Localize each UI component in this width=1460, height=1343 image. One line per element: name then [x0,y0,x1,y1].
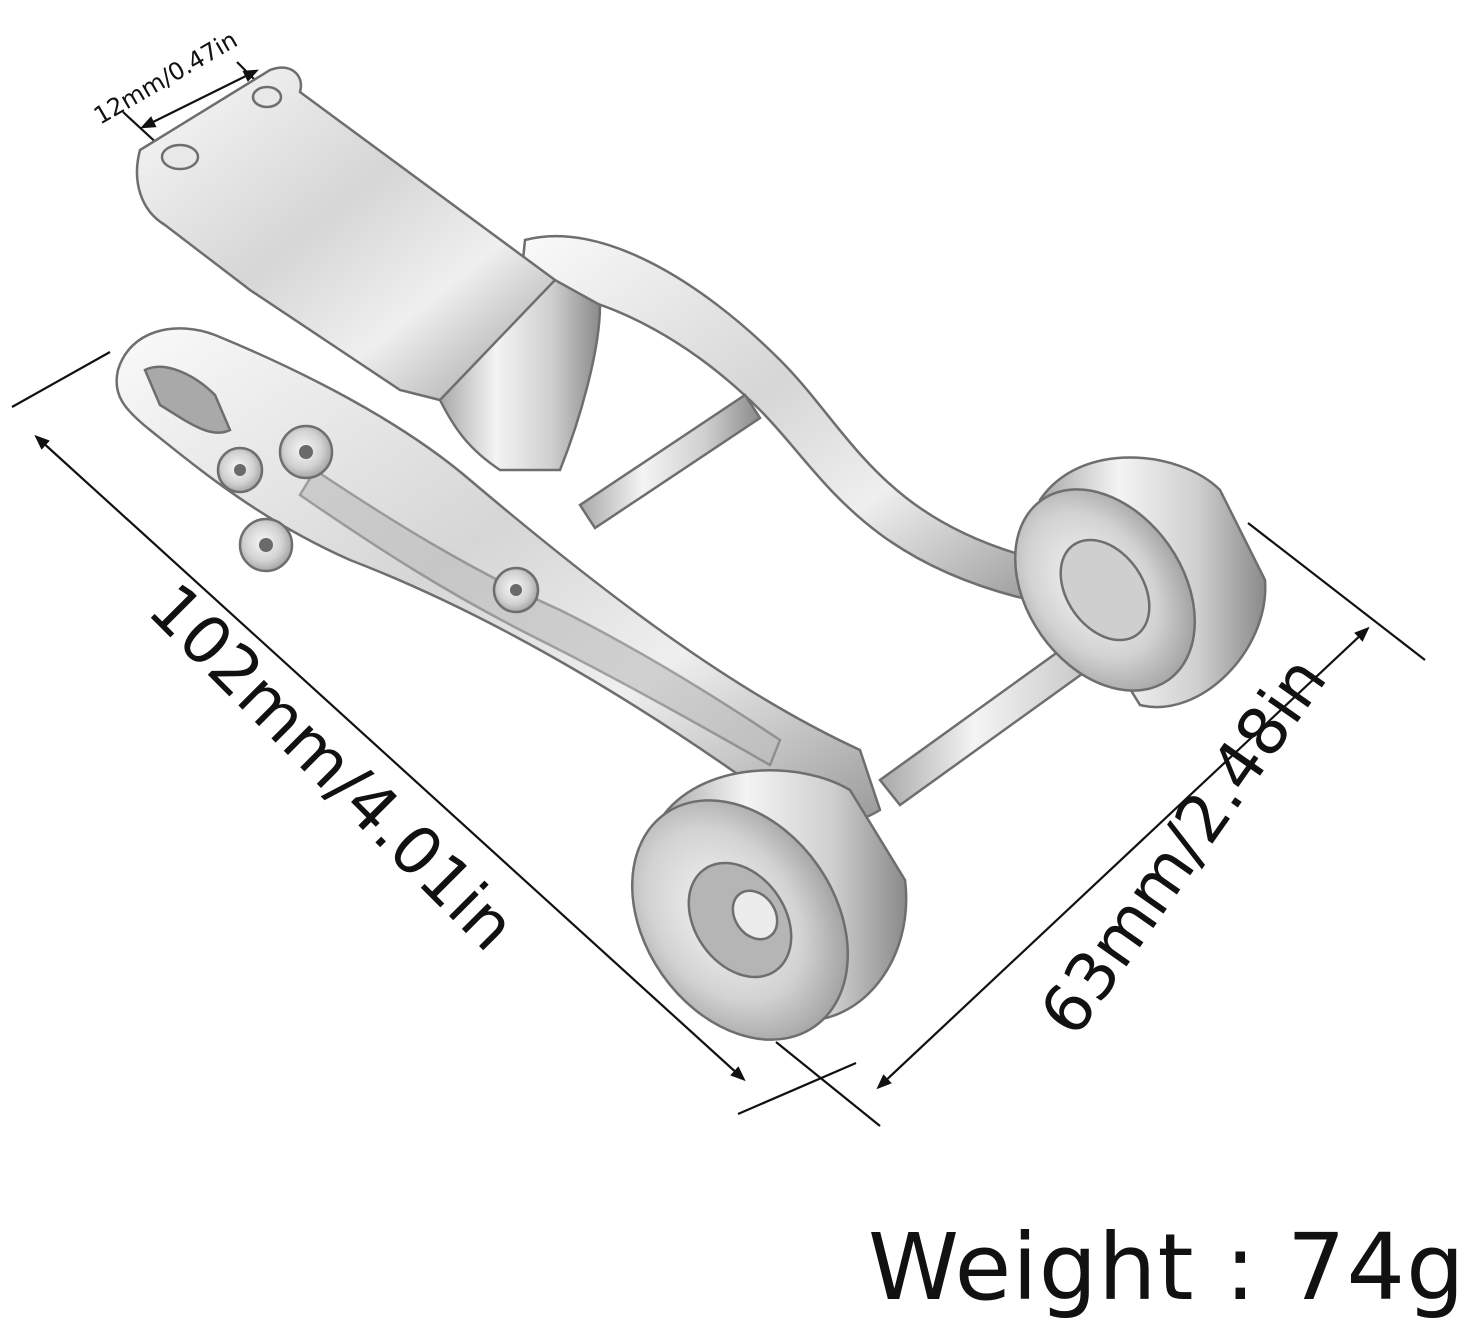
near-arm-slot [298,468,782,767]
width-label: 63mm/2.48in [1025,643,1342,1049]
mount-hole-left [160,143,200,171]
length-label: 102mm/4.01in [134,569,531,966]
length-arrow [34,434,746,1082]
mount-hole-right [251,85,283,109]
dimension-lines [11,61,1426,1127]
hole-spacing-arrow [140,69,259,129]
cross-bar [578,393,762,530]
wheelie-bar [115,66,1267,1041]
mount-plate [135,66,557,402]
mount-bracket [438,278,602,472]
length-extension-top [11,351,111,408]
length-extension-bottom [737,1061,857,1116]
wheel-left [630,769,908,1041]
wheel-right [1013,456,1267,709]
width-extension-top [1247,522,1426,661]
width-extension-bottom [775,1041,881,1127]
width-arrow [876,626,1370,1090]
weight-label: Weight : 74g [868,1214,1460,1321]
pivot-slot [143,365,232,434]
far-arm [518,234,1042,602]
